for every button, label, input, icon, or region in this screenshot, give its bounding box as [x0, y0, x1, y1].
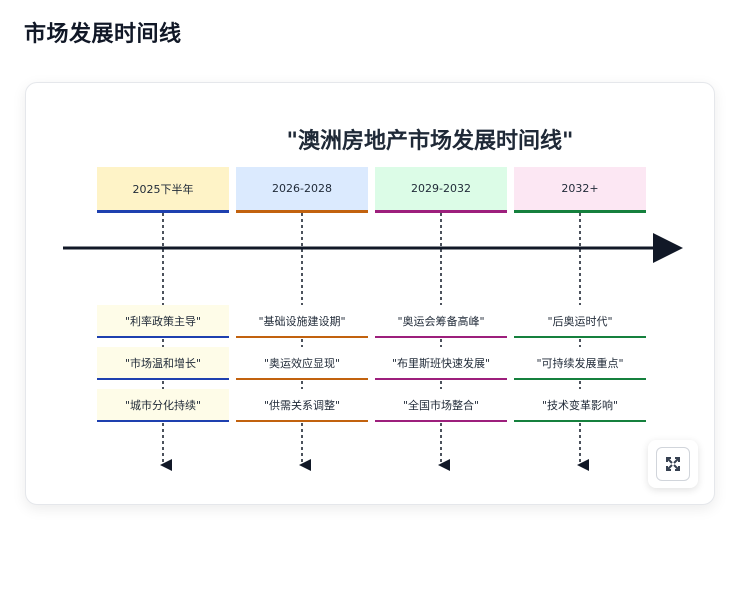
expand-button[interactable]	[648, 440, 698, 488]
page-title: 市场发展时间线	[24, 22, 182, 47]
event-item: "可持续发展重点"	[514, 347, 646, 380]
event-item: "布里斯班快速发展"	[375, 347, 507, 380]
event-item: "技术变革影响"	[514, 389, 646, 422]
event-item: "市场温和增长"	[97, 347, 229, 380]
period-header: 2029-2032	[375, 167, 507, 213]
event-item: "利率政策主导"	[97, 305, 229, 338]
period-header: 2032+	[514, 167, 646, 213]
period-header: 2025下半年	[97, 167, 229, 213]
event-item: "供需关系调整"	[236, 389, 368, 422]
timeline-card: "澳洲房地产市场发展时间线" 2025下半年 "利率政策主导" "市场温和增长" "城…	[25, 82, 715, 505]
expand-arrows-icon	[666, 457, 680, 471]
event-item: "奥运效应显现"	[236, 347, 368, 380]
expand-button-frame	[656, 447, 690, 481]
event-item: "后奥运时代"	[514, 305, 646, 338]
period-header: 2026-2028	[236, 167, 368, 213]
event-item: "基础设施建设期"	[236, 305, 368, 338]
event-item: "奥运会筹备高峰"	[375, 305, 507, 338]
event-item: "城市分化持续"	[97, 389, 229, 422]
diagram-title: "澳洲房地产市场发展时间线"	[286, 129, 574, 154]
timeline-connectors	[63, 213, 683, 471]
event-item: "全国市场整合"	[375, 389, 507, 422]
